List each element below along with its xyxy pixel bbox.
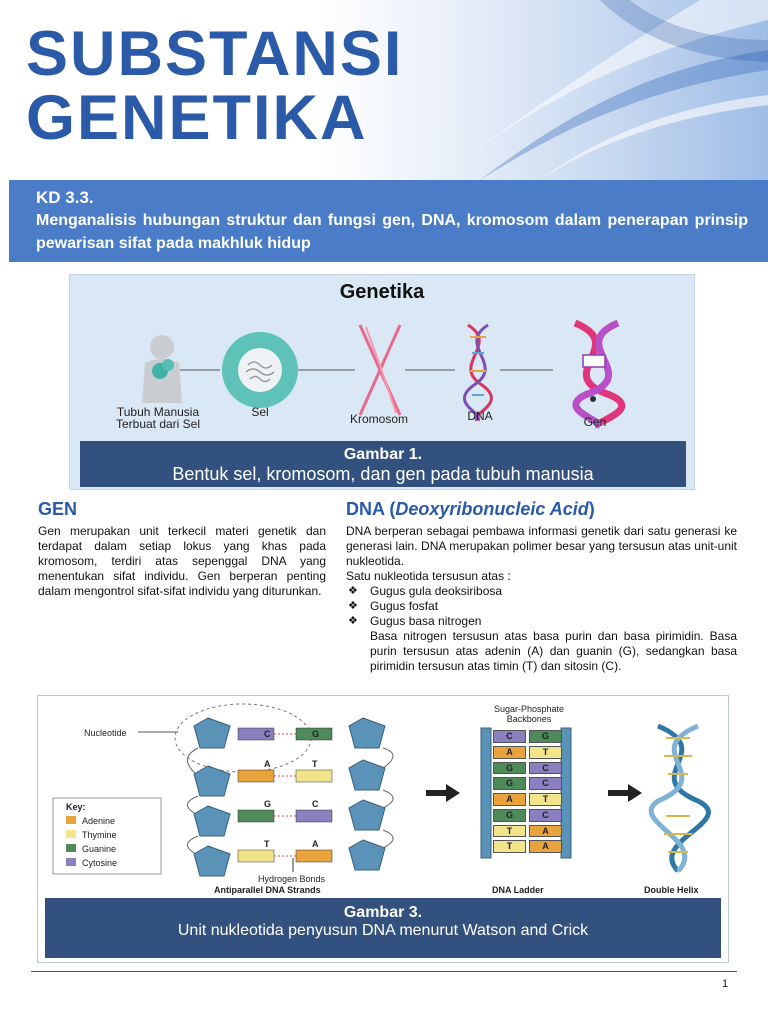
pair-letter: G xyxy=(264,799,272,809)
dna-paragraph-1: DNA berperan sebagai pembawa informasi g… xyxy=(346,524,737,568)
figure-3-caption: Gambar 3. Unit nukleotida penyusun DNA m… xyxy=(45,898,721,958)
title-line-1: SUBSTANSI xyxy=(26,19,404,89)
pair-letter: C xyxy=(264,729,271,739)
figure-1-label-sel: Sel xyxy=(251,405,269,419)
header-wave-decoration xyxy=(430,0,768,180)
figure-1-label-tubuh: Tubuh Manusia Terbuat dari Sel xyxy=(115,405,201,431)
key-item-label: Cytosine xyxy=(82,858,118,868)
pair-letter: C xyxy=(312,799,319,809)
ladder-base: G xyxy=(493,808,526,822)
ladder-base: C xyxy=(529,777,562,790)
key-title: Key: xyxy=(66,802,86,812)
ladder-base: A xyxy=(493,793,526,806)
ladder-base: C xyxy=(529,761,562,775)
key-item-label: Guanine xyxy=(82,844,117,854)
figure-3-caption-title: Gambar 3. xyxy=(343,904,423,921)
figure-1-caption-text: Bentuk sel, kromosom, dan gen pada tubuh… xyxy=(172,464,594,484)
human-body-icon xyxy=(142,335,182,403)
figure-1-caption-title: Gambar 1. xyxy=(343,446,423,463)
dna-bullet-text: Gugus gula deoksiribosa xyxy=(370,584,503,598)
diamond-bullet-icon: ❖ xyxy=(348,615,358,627)
dna-ladder-label: DNA Ladder xyxy=(492,885,544,895)
figure-1-label-dna: DNA xyxy=(467,409,493,423)
chromosome-icon xyxy=(358,324,402,416)
hydrogen-bonds-label: Hydrogen Bonds xyxy=(258,874,326,884)
kd-text: Menganalisis hubungan struktur dan fungs… xyxy=(36,212,748,252)
figure-1-illustration xyxy=(142,319,626,429)
dna-heading: DNA (Deoxyribonucleic Acid) xyxy=(346,499,595,520)
dna-bullet-item: ❖ Gugus basa nitrogen xyxy=(346,614,737,629)
header-banner xyxy=(0,0,768,180)
cell-icon xyxy=(222,332,298,408)
diamond-bullet-icon: ❖ xyxy=(348,600,358,612)
ladder-base: T xyxy=(529,745,562,759)
dna-bullet-item: ❖ Gugus fosfat xyxy=(346,599,737,614)
ladder-base: T xyxy=(493,824,526,838)
ladder-base: G xyxy=(529,730,562,743)
ladder-base: A xyxy=(529,840,562,853)
kd-box: KD 3.3. Menganalisis hubungan struktur d… xyxy=(9,180,768,262)
double-helix-icon xyxy=(648,723,711,873)
dna-text: DNA berperan sebagai pembawa informasi g… xyxy=(346,524,737,674)
dna-bullet-item: ❖ Gugus gula deoksiribosa xyxy=(346,584,737,599)
gen-heading: GEN xyxy=(38,499,78,519)
diamond-bullet-icon: ❖ xyxy=(348,585,358,597)
pair-letter: T xyxy=(312,759,318,769)
ladder-base: A xyxy=(493,745,526,759)
dna-icon xyxy=(463,323,493,422)
ladder-base: C xyxy=(529,808,562,822)
pair-letter: T xyxy=(264,839,270,849)
page-number: 1 xyxy=(722,978,729,990)
arrow-right-icon xyxy=(426,784,460,802)
figure-1-label-kromosom: Kromosom xyxy=(349,412,408,426)
dna-list-intro: Satu nukleotida tersusun atas : xyxy=(346,569,511,583)
kd-code: KD 3.3. xyxy=(36,188,94,207)
dna-heading-italic: Deoxyribonucleic Acid xyxy=(395,499,589,519)
antiparallel-strands-label: Antiparallel DNA Strands xyxy=(214,885,321,895)
gene-helix-icon xyxy=(572,319,626,429)
pair-letter: A xyxy=(264,759,271,769)
ladder-base: T xyxy=(529,793,562,806)
ladder-base: T xyxy=(493,840,526,853)
page-title: SUBSTANSI GENETIKA xyxy=(26,22,403,150)
dna-bullet-text: Gugus fosfat xyxy=(370,599,439,613)
figure-3-illustration xyxy=(52,703,711,877)
pair-letter: G xyxy=(312,729,320,739)
figure-1-title: Genetika xyxy=(339,281,425,303)
dna-heading-prefix: DNA ( xyxy=(346,499,396,519)
ladder-base: A xyxy=(529,824,562,838)
arrow-right-icon xyxy=(608,784,642,802)
ladder-base: C xyxy=(493,730,526,743)
sugar-phosphate-backbones-label: Sugar-Phosphate Backbones xyxy=(493,704,565,724)
figure-1: Genetika xyxy=(69,274,695,490)
nucleotide-label: Nucleotide xyxy=(84,728,127,738)
pair-letter: A xyxy=(312,839,319,849)
dna-heading-suffix: ) xyxy=(588,499,595,519)
key-item-label: Thymine xyxy=(82,830,117,840)
footer-divider xyxy=(31,971,737,972)
figure-1-label-gen: Gen xyxy=(583,415,607,429)
ladder-base: G xyxy=(493,777,526,790)
gen-paragraph: Gen merupakan unit terkecil materi genet… xyxy=(38,524,326,598)
title-line-2: GENETIKA xyxy=(26,83,368,153)
gen-text: Gen merupakan unit terkecil materi genet… xyxy=(38,524,326,599)
figure-1-caption: Gambar 1. Bentuk sel, kromosom, dan gen … xyxy=(80,441,686,487)
dna-bullet-text: Gugus basa nitrogen xyxy=(370,614,482,628)
double-helix-label: Double Helix xyxy=(644,885,699,895)
key-item-label: Adenine xyxy=(82,816,116,826)
figure-3-caption-text: Unit nukleotida penyusun DNA menurut Wat… xyxy=(177,922,589,939)
ladder-base: G xyxy=(493,761,526,775)
dna-paragraph-2: Basa nitrogen tersusun atas basa purin d… xyxy=(370,629,737,673)
